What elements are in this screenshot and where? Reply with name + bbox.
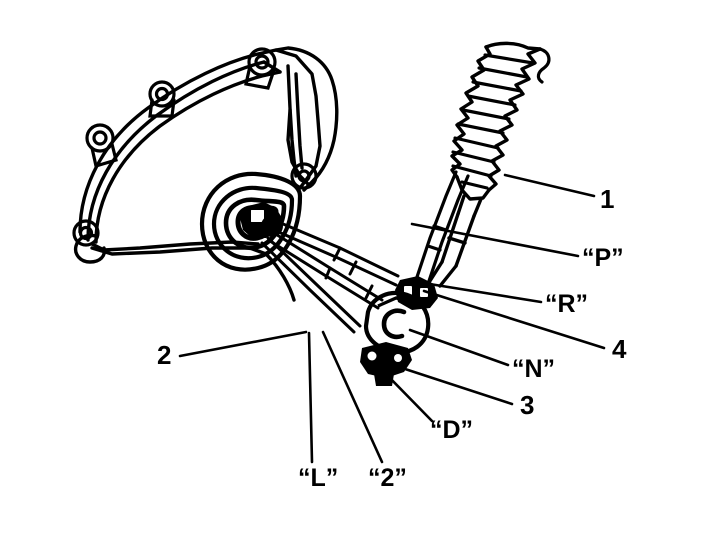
leader-D <box>384 372 434 423</box>
linkage-cross-link-4 <box>364 284 374 300</box>
bellows-ribs <box>451 53 535 190</box>
leader-P <box>410 222 580 258</box>
bellows-rib-7 <box>453 136 500 150</box>
control-rod-collar-lower <box>426 244 442 252</box>
boot-shaft-to-clevis-right <box>438 264 458 288</box>
boss-lower-left-inner <box>78 225 94 241</box>
bellows-top-cap <box>484 41 542 51</box>
manual-shaft-hole-right <box>394 354 402 362</box>
boot-shaft-right <box>454 214 476 268</box>
bellows-rib-10 <box>460 180 489 190</box>
control-rod-left-edge <box>410 170 458 294</box>
housing-inner-vertical-wall-2 <box>294 72 304 170</box>
boot-neck-right <box>472 197 483 218</box>
boot-shaft-to-clevis-left <box>426 260 444 286</box>
linkage-rod-c-top <box>266 236 362 328</box>
callout-label-4: 4 <box>612 334 627 364</box>
leader-2 <box>178 330 308 358</box>
manual-shaft-lever-group <box>360 342 412 386</box>
detent-c-glyph <box>381 308 407 340</box>
boss-top-inner <box>254 54 270 70</box>
leader-2q <box>321 330 384 464</box>
clevis-slot-right <box>420 288 428 297</box>
boss-hub-adjacent-outer <box>290 162 318 190</box>
callout-label-P: “P” <box>582 244 624 272</box>
housing-mounting-bosses <box>72 47 318 247</box>
detent-upper-notch <box>377 296 411 308</box>
linkage-rod-c-bot <box>260 241 356 334</box>
hub-ring-second <box>211 185 295 261</box>
bellows-rib-6 <box>456 122 505 135</box>
callout-label-3: 3 <box>520 390 534 420</box>
boot-shaft-collar <box>447 236 467 245</box>
housing-gusset-diagonal <box>286 108 310 186</box>
leader-3 <box>400 366 514 406</box>
bellows-rib-8 <box>451 150 496 164</box>
housing-upper-right-lobe <box>274 46 339 192</box>
boss-hub-adjacent-inner <box>297 169 311 183</box>
linkage-cross-link-3 <box>348 260 358 276</box>
hub-ring-outer <box>199 171 303 272</box>
boss-left-outer <box>85 123 115 153</box>
tab-left-boss <box>90 142 118 169</box>
boot-neck-and-shaft <box>426 194 483 288</box>
callout-label-D: “D” <box>430 416 473 444</box>
boss-mid-outer <box>148 80 176 108</box>
boss-lower-left-outer <box>72 219 100 247</box>
callout-label-R: “R” <box>545 290 588 318</box>
bellows-rib-3 <box>471 80 523 93</box>
callout-leader-lines <box>178 173 606 464</box>
manual-shaft-hole-left <box>367 351 377 361</box>
manual-shaft-boss-mass <box>360 342 412 378</box>
boss-left-inner <box>92 130 108 146</box>
bellows-rib-2 <box>477 66 529 79</box>
leader-N <box>408 328 510 367</box>
linkage-rod-a-bot <box>272 228 398 287</box>
housing-boss-tabs <box>90 64 276 169</box>
housing-lower-right-skirt <box>264 252 296 302</box>
bellows-rib-9 <box>451 164 493 178</box>
bellows-top-hook <box>536 47 551 84</box>
callout-label-2: 2 <box>157 340 171 370</box>
linkage-cross-link-2 <box>324 266 332 280</box>
callout-labels: 1 “P” “R” 4 “N” 3 “D” 2 “L” “2” <box>157 184 627 492</box>
leader-1 <box>503 173 596 198</box>
tab-top-boss <box>244 64 276 90</box>
bellows-rib-5 <box>461 108 511 121</box>
housing-outer-outline <box>78 48 322 234</box>
callout-label-N: “N” <box>512 355 555 383</box>
leader-R <box>409 279 543 304</box>
bellows-bottom-taper <box>455 175 491 201</box>
shift-linkage-rods <box>260 219 400 334</box>
boss-top-outer <box>247 47 277 77</box>
housing-inner-rib-arc <box>94 70 282 244</box>
tab-mid-boss <box>148 98 176 118</box>
leader-4 <box>422 289 606 350</box>
bellows-rib-4 <box>466 94 517 107</box>
callout-label-2-quoted: “2” <box>368 464 407 492</box>
callout-label-L: “L” <box>298 464 338 492</box>
linkage-cross-link-1 <box>332 246 342 262</box>
bellows-rib-1 <box>483 53 535 65</box>
boot-neck-left <box>456 194 466 216</box>
callout-label-1: 1 <box>600 184 614 214</box>
leader-L <box>307 331 314 464</box>
hub-keyway-square <box>249 208 266 224</box>
boss-mid-inner <box>154 86 170 102</box>
